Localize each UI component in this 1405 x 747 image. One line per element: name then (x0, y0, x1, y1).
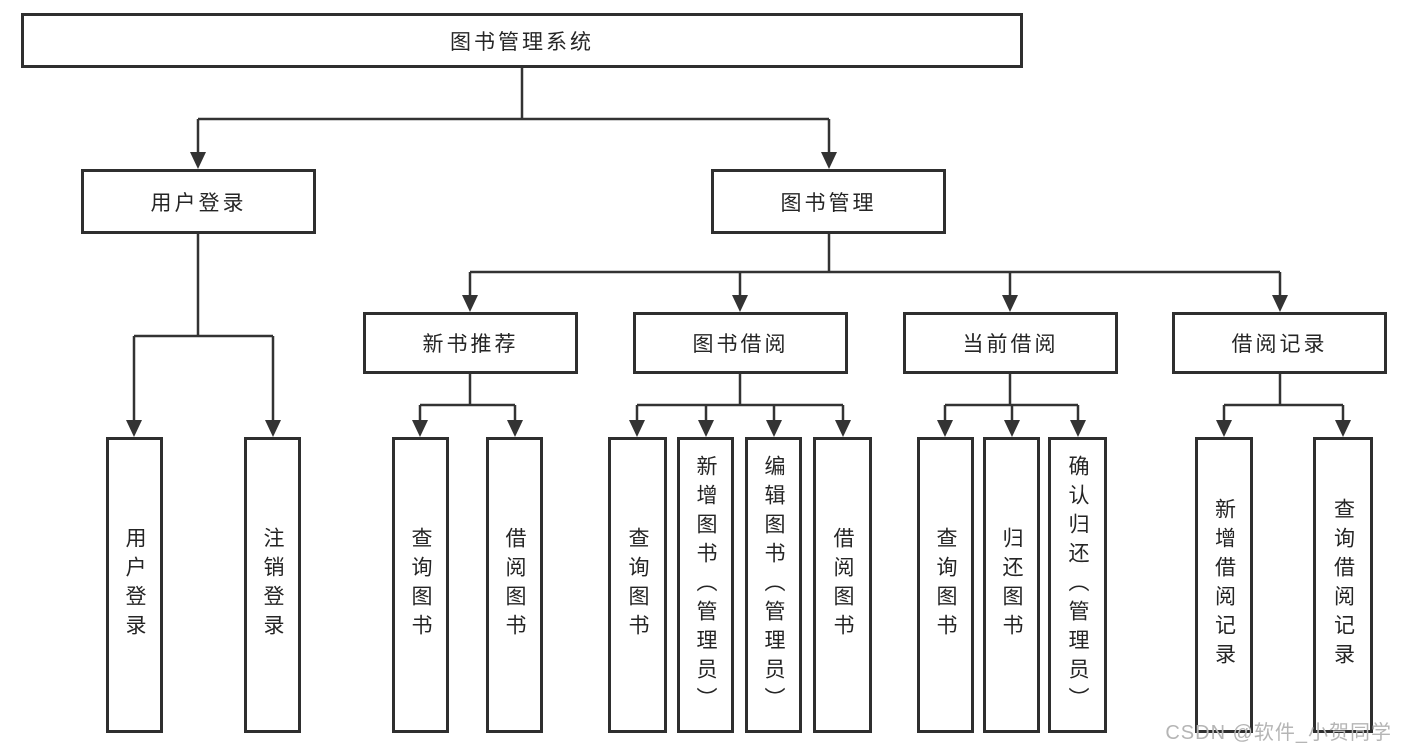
node-book-borrowing: 图书借阅 (633, 312, 848, 374)
leaf-add-book-admin: 新增图书（管理员） (677, 437, 734, 733)
node-label: 用户登录 (150, 191, 247, 215)
node-label: 编辑图书（管理员） (762, 454, 785, 716)
node-label: 图书管理系统 (450, 30, 594, 54)
leaf-query-borrow-record: 查询借阅记录 (1313, 437, 1373, 733)
node-label: 查询借阅记录 (1331, 498, 1355, 672)
node-borrowing-records: 借阅记录 (1172, 312, 1387, 374)
node-label: 查询图书 (934, 527, 957, 643)
node-label: 借阅图书 (831, 527, 854, 643)
node-label: 图书管理 (780, 191, 877, 215)
leaf-confirm-return-admin: 确认归还（管理员） (1048, 437, 1107, 733)
node-label: 确认归还（管理员） (1066, 454, 1089, 716)
node-library-system: 图书管理系统 (21, 13, 1023, 68)
leaf-query-books-current: 查询图书 (917, 437, 974, 733)
leaf-return-books: 归还图书 (983, 437, 1040, 733)
node-current-borrowing: 当前借阅 (903, 312, 1118, 374)
leaf-query-books-recommend: 查询图书 (392, 437, 449, 733)
node-label: 借阅记录 (1231, 333, 1328, 356)
node-label: 借阅图书 (503, 527, 526, 643)
leaf-logout-login: 注销登录 (244, 437, 301, 733)
node-label: 图书借阅 (692, 333, 789, 356)
leaf-user-login: 用户登录 (106, 437, 163, 733)
node-label: 注销登录 (261, 527, 284, 643)
node-label: 归还图书 (1000, 527, 1023, 643)
node-user-login: 用户登录 (81, 169, 316, 234)
node-label: 新增图书（管理员） (694, 454, 717, 716)
node-book-management: 图书管理 (711, 169, 946, 234)
leaf-borrow-books-borrow: 借阅图书 (813, 437, 872, 733)
node-label: 查询图书 (626, 527, 649, 643)
node-label: 查询图书 (409, 527, 432, 643)
leaf-borrow-books-recommend: 借阅图书 (486, 437, 543, 733)
node-label: 当前借阅 (962, 333, 1059, 356)
node-label: 用户登录 (123, 527, 146, 643)
node-new-book-recommendation: 新书推荐 (363, 312, 578, 374)
leaf-add-borrow-record: 新增借阅记录 (1195, 437, 1253, 733)
node-label: 新书推荐 (422, 333, 519, 356)
node-label: 新增借阅记录 (1212, 498, 1236, 672)
leaf-query-books-borrow: 查询图书 (608, 437, 667, 733)
leaf-edit-book-admin: 编辑图书（管理员） (745, 437, 802, 733)
watermark: CSDN @软件_小贺同学 (1165, 722, 1392, 744)
